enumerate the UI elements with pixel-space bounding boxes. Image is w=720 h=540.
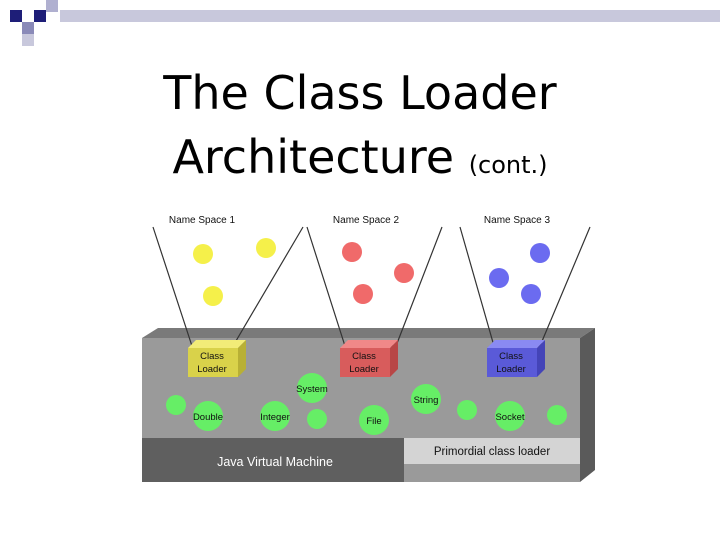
box-front (340, 348, 390, 377)
class-loader-label-1a: Class (200, 351, 224, 362)
class-loader-1: Class Loader (188, 340, 246, 377)
class-ball (307, 409, 327, 429)
slide-title-main: Architecture (172, 130, 455, 184)
class-ball (353, 284, 373, 304)
name-space-label-1: Name Space 1 (169, 215, 236, 226)
class-loader-label-2a: Class (352, 351, 376, 362)
class-label-file: File (366, 416, 381, 427)
class-label-integer: Integer (260, 412, 290, 423)
name-space-3-classes (489, 243, 550, 304)
class-ball (547, 405, 567, 425)
header-decoration (10, 0, 720, 46)
name-space-1-classes (193, 238, 276, 306)
slide-title-line1: The Class Loader (163, 66, 557, 120)
jvm-band (142, 438, 404, 482)
class-ball (166, 395, 186, 415)
class-label-system: System (296, 384, 328, 395)
class-ball (256, 238, 276, 258)
box-top (188, 340, 246, 348)
class-label-socket: Socket (495, 412, 524, 423)
class-loader-2: Class Loader (340, 340, 398, 377)
box-side (390, 340, 398, 377)
name-space-label-2: Name Space 2 (333, 215, 400, 226)
class-double (193, 401, 223, 431)
box-side (238, 340, 246, 377)
header-square (10, 10, 22, 22)
box-top (487, 340, 545, 348)
primordial-band (404, 438, 580, 464)
name-space-label-3: Name Space 3 (484, 215, 551, 226)
slide-title-suffix: (cont.) (468, 151, 548, 179)
class-file (359, 405, 389, 435)
primordial-label: Primordial class loader (434, 446, 550, 458)
core-class-labels: System Double Integer File String Socket (193, 384, 525, 427)
class-string (411, 384, 441, 414)
platform-top (142, 328, 595, 338)
platform-side (580, 328, 595, 482)
class-loader-label-2b: Loader (349, 364, 379, 375)
core-classes (166, 373, 567, 435)
class-loader-label-3a: Class (499, 351, 523, 362)
name-space-2-classes (342, 242, 414, 304)
class-ball (203, 286, 223, 306)
slide-title-line2: Architecture (cont.) (0, 130, 720, 184)
class-label-string: String (414, 395, 439, 406)
class-ball (457, 400, 477, 420)
box-top (340, 340, 398, 348)
header-square (46, 0, 58, 12)
class-ball (342, 242, 362, 262)
class-label-double: Double (193, 412, 223, 423)
class-ball (530, 243, 550, 263)
class-system (297, 373, 327, 403)
box-front (487, 348, 537, 377)
class-ball (394, 263, 414, 283)
class-ball (489, 268, 509, 288)
jvm-label: Java Virtual Machine (217, 455, 333, 469)
class-loader-label-1b: Loader (197, 364, 227, 375)
class-loader-3: Class Loader (487, 340, 545, 377)
header-square (22, 34, 34, 46)
header-square (34, 10, 46, 22)
box-front (188, 348, 238, 377)
primordial-base (404, 464, 580, 482)
box-side (537, 340, 545, 377)
header-square (22, 22, 34, 34)
class-ball (521, 284, 541, 304)
header-bar (60, 10, 720, 22)
class-socket (495, 401, 525, 431)
class-loader-label-3b: Loader (496, 364, 526, 375)
class-integer (260, 401, 290, 431)
class-ball (193, 244, 213, 264)
